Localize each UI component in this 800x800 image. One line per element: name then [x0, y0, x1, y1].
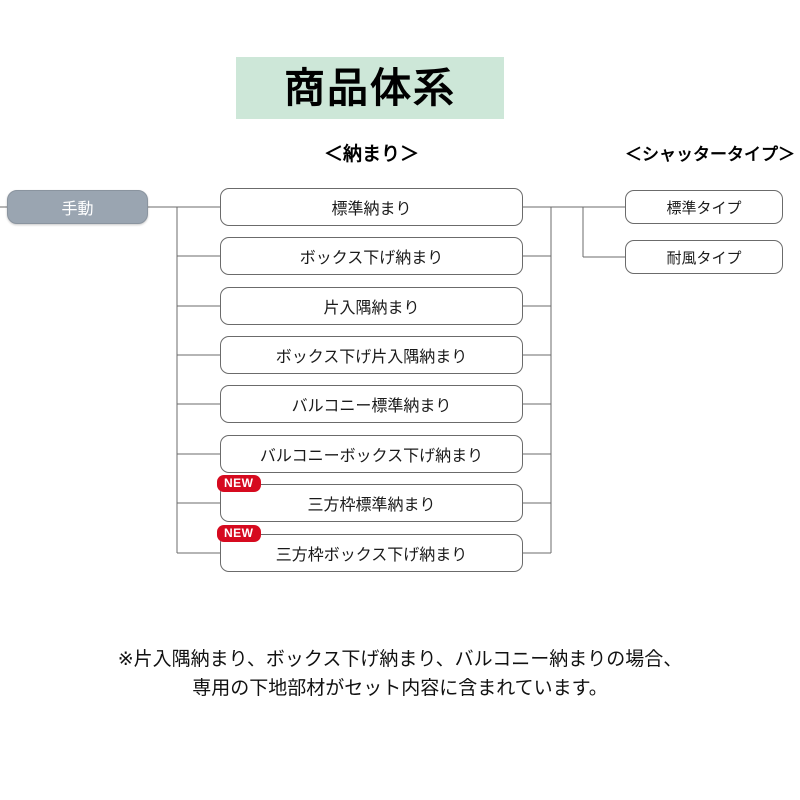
title-banner: 商品体系: [236, 57, 504, 119]
node-label: バルコニーボックス下げ納まり: [259, 448, 484, 465]
footer-note: ※片入隅納まり、ボックス下げ納まり、バルコニー納まりの場合、 専用の下地部材がセ…: [0, 645, 800, 704]
node-osamari-3[interactable]: ボックス下げ片入隅納まり: [220, 336, 523, 374]
footer-note-line-1: ※片入隅納まり、ボックス下げ納まり、バルコニー納まりの場合、: [117, 649, 683, 670]
node-label: 標準納まり: [331, 201, 412, 218]
node-osamari-1[interactable]: ボックス下げ納まり: [220, 237, 523, 275]
new-badge-osamari-7: NEW: [217, 525, 261, 542]
node-osamari-6[interactable]: 三方枠標準納まり: [220, 484, 523, 522]
node-label: 三方枠標準納まり: [307, 497, 436, 514]
node-osamari-7[interactable]: 三方枠ボックス下げ納まり: [220, 534, 523, 572]
footer-note-line-2: 専用の下地部材がセット内容に含まれています。: [192, 678, 608, 700]
new-badge-osamari-6: NEW: [217, 475, 261, 492]
column-header-osamari: ＜納まり＞: [323, 144, 419, 165]
node-label: 三方枠ボックス下げ納まり: [275, 547, 468, 564]
node-shutter-0[interactable]: 標準タイプ: [625, 190, 783, 224]
node-osamari-4[interactable]: バルコニー標準納まり: [220, 385, 523, 423]
column-header-shutter: ＜シャッタータイプ＞: [625, 145, 795, 164]
node-osamari-5[interactable]: バルコニーボックス下げ納まり: [220, 435, 523, 473]
page-title: 商品体系: [284, 64, 456, 111]
node-label: 耐風タイプ: [666, 249, 742, 267]
node-label: ボックス下げ納まり: [299, 250, 444, 267]
node-osamari-0[interactable]: 標準納まり: [220, 188, 523, 226]
node-osamari-2[interactable]: 片入隅納まり: [220, 287, 523, 325]
node-shutter-1[interactable]: 耐風タイプ: [625, 240, 783, 274]
node-label: 標準タイプ: [666, 199, 742, 217]
node-label: 手動: [61, 201, 94, 218]
node-root-manual[interactable]: 手動: [7, 190, 148, 224]
node-label: 片入隅納まり: [323, 300, 420, 317]
node-label: バルコニー標準納まり: [291, 398, 452, 415]
node-label: ボックス下げ片入隅納まり: [275, 349, 468, 366]
